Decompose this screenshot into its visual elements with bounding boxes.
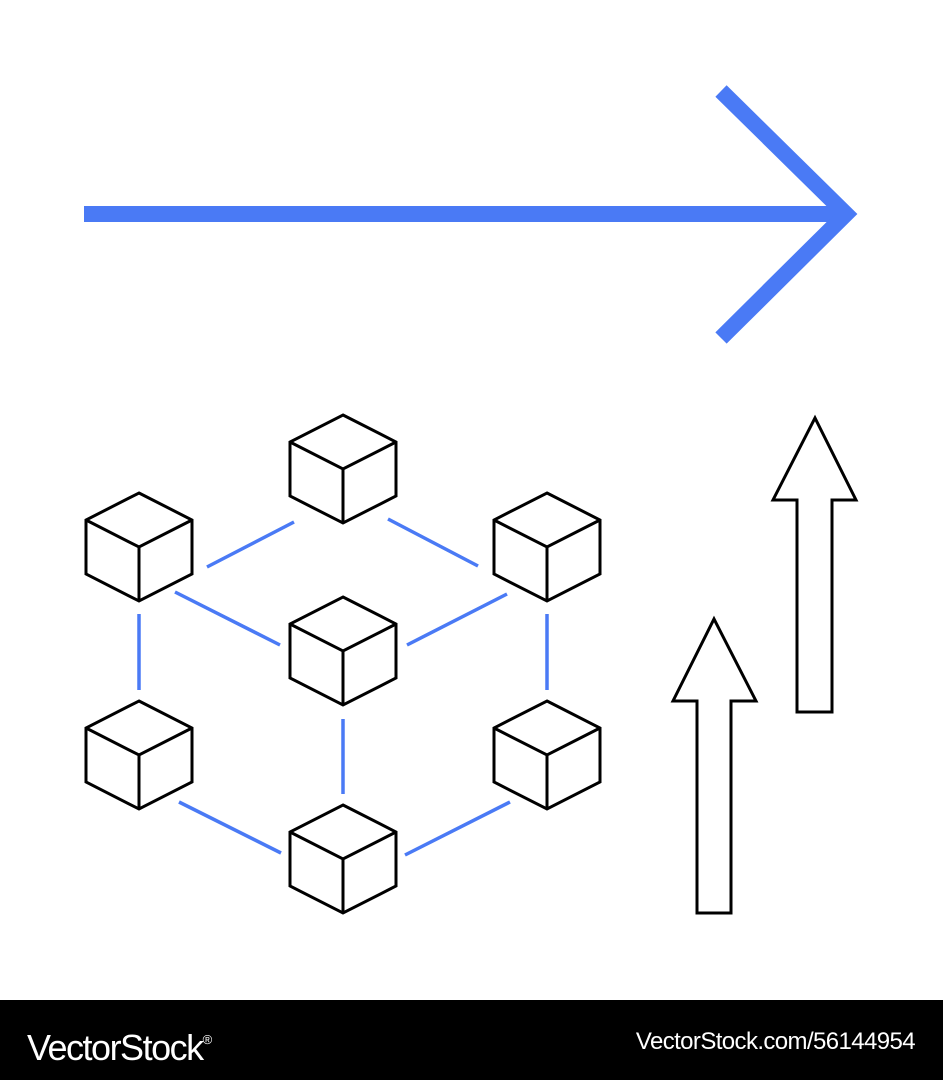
brand-logo: VectorStock® xyxy=(27,1027,213,1068)
cube-icon xyxy=(492,491,602,603)
cube-icon xyxy=(84,491,194,603)
cube-icon xyxy=(492,699,602,811)
network-cubes xyxy=(84,413,602,915)
cube-icon xyxy=(84,699,194,811)
up-arrow-icon-right xyxy=(770,414,859,714)
cube-icon xyxy=(288,595,398,707)
up-arrow-icons xyxy=(670,414,859,915)
cube-icon xyxy=(288,413,398,525)
right-arrow-icon xyxy=(84,85,858,344)
network-connections xyxy=(137,517,549,857)
registered-mark: ® xyxy=(202,1032,213,1047)
up-arrow-icon-left xyxy=(670,615,759,915)
image-id: VectorStock.com/56144954 xyxy=(635,1028,916,1055)
cube-icon xyxy=(288,803,398,915)
watermark-bar: VectorStock® VectorStock.com/56144954 xyxy=(0,1000,943,1080)
illustration xyxy=(84,85,859,915)
